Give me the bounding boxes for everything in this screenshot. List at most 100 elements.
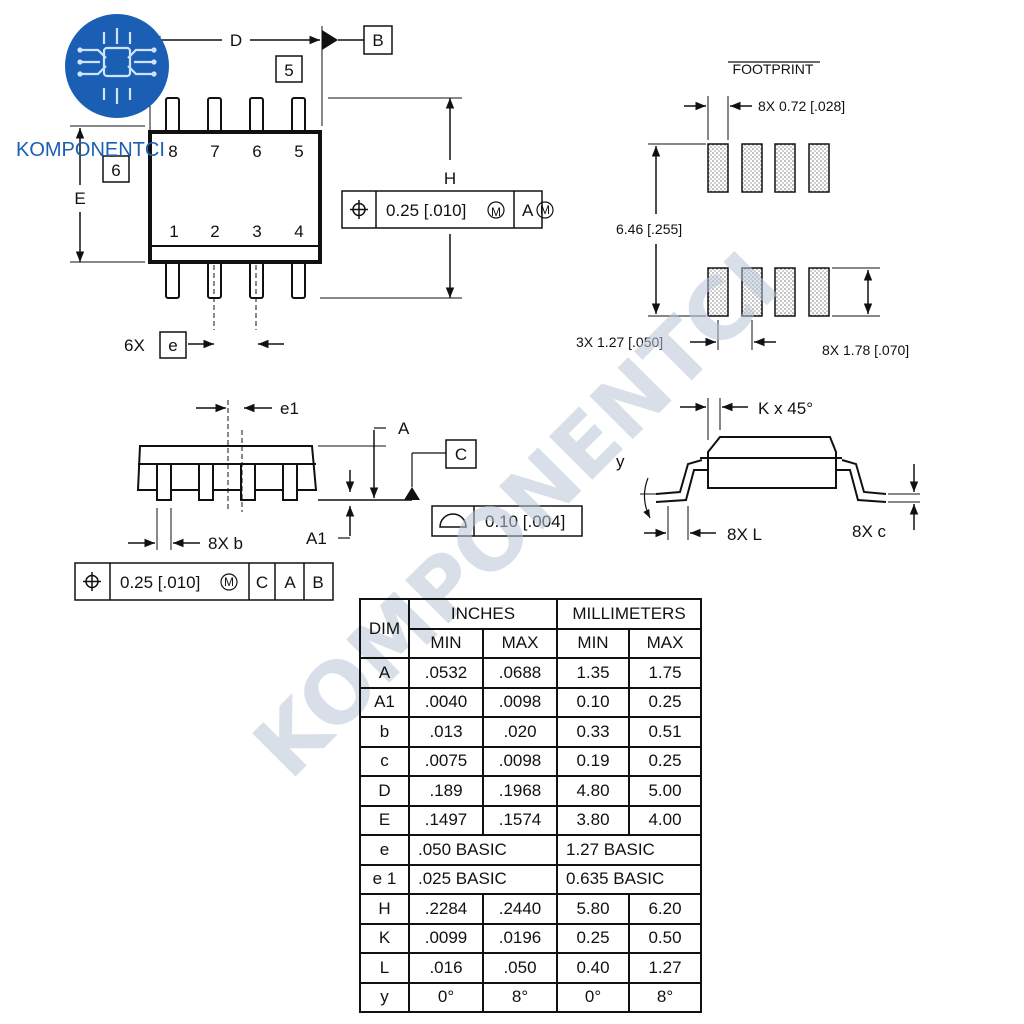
- dim-A-label: A: [398, 419, 410, 438]
- cell-in-max: .2440: [482, 893, 558, 925]
- cell-in-min: .016: [408, 952, 484, 984]
- cell-mm-min: 4.80: [556, 775, 630, 807]
- cell-in-min: .1497: [408, 804, 484, 836]
- lead-top-8: [165, 97, 180, 133]
- pin-label: 3: [252, 222, 261, 241]
- brand-logo: KOMPONENTCI: [16, 14, 169, 161]
- dimension-table: DIM INCHES MILLIMETERS MIN MAX MIN MAX A…: [359, 598, 702, 1013]
- cell-in-min: 0°: [408, 981, 484, 1013]
- tolerance-datum-modifier-circle: [536, 201, 554, 219]
- circuit-icon: [80, 28, 154, 104]
- cell-mm-max: 1.27: [628, 952, 702, 984]
- cell-mm-min: 0.40: [556, 952, 630, 984]
- table-row: A .0532 .0688 1.35 1.75: [359, 657, 702, 689]
- header-min: MIN: [556, 627, 630, 659]
- lead-width-label: 8X b: [208, 534, 243, 553]
- pin-label: 8: [168, 142, 177, 161]
- footprint-pad: [707, 267, 729, 317]
- cell-mm-min: 1.35: [556, 657, 630, 689]
- tolerance-value: 0.25 [.010]: [386, 201, 466, 220]
- cell-dim: A: [359, 657, 410, 689]
- footprint-pad: [774, 143, 796, 193]
- lead-length-label: 8X L: [727, 525, 762, 544]
- cell-in-min: .189: [408, 775, 484, 807]
- table-row: H .2284 .2440 5.80 6.20: [359, 893, 702, 925]
- cell-dim: b: [359, 716, 410, 748]
- cell-in-min: .0099: [408, 922, 484, 954]
- cell-in-max: .0098: [482, 745, 558, 777]
- table-row: K .0099 .0196 0.25 0.50: [359, 922, 702, 954]
- header-millimeters: MILLIMETERS: [556, 598, 702, 630]
- datum-B-label: B: [372, 31, 383, 50]
- dim-D-label: D: [230, 31, 242, 50]
- table-row: E .1497 .1574 3.80 4.00: [359, 804, 702, 836]
- cell-in-min: .013: [408, 716, 484, 748]
- lead-bottom-4: [291, 259, 306, 299]
- footprint-pad: [741, 267, 763, 317]
- cell-mm-min: 0°: [556, 981, 630, 1013]
- position-modifier: M: [224, 575, 234, 589]
- cell-in-max: .1574: [482, 804, 558, 836]
- dim-e1-label: e1: [280, 399, 299, 418]
- cell-mm-max: 0.51: [628, 716, 702, 748]
- cell-mm-min: 0.19: [556, 745, 630, 777]
- pin-label: 6: [252, 142, 261, 161]
- footprint-text: FOOTPRINT 8X 0.72 [.028] 6.46 [.255] 3X …: [576, 61, 909, 358]
- cell-mm-max: 0.50: [628, 922, 702, 954]
- cell-mm-max: 6.20: [628, 893, 702, 925]
- cell-in-min: .0532: [408, 657, 484, 689]
- cell-mm-max: 1.75: [628, 657, 702, 689]
- pin-label: 1: [169, 222, 178, 241]
- table-row: b .013 .020 0.33 0.51: [359, 716, 702, 748]
- cell-dim: e 1: [359, 863, 410, 895]
- tolerance-datum-modifier: M: [540, 203, 550, 217]
- note-6-label: 6: [111, 161, 120, 180]
- cell-dim: E: [359, 804, 410, 836]
- footprint-pad: [741, 143, 763, 193]
- cell-mm-basic: 1.27 BASIC: [556, 834, 702, 866]
- cell-in-max: 8°: [482, 981, 558, 1013]
- position-value: 0.25 [.010]: [120, 573, 200, 592]
- cell-mm-max: 8°: [628, 981, 702, 1013]
- header-inches: INCHES: [408, 598, 558, 630]
- end-view-text: K x 45° y 8X L 8X c: [616, 399, 887, 544]
- cell-dim: e: [359, 834, 410, 866]
- footprint-pad: [808, 267, 830, 317]
- cell-mm-max: 0.25: [628, 745, 702, 777]
- tolerance-modifier: M: [491, 205, 501, 219]
- table-row: e 1 .025 BASIC 0.635 BASIC: [359, 863, 702, 895]
- cell-dim: L: [359, 952, 410, 984]
- pad-length-label: 8X 1.78 [.070]: [822, 342, 909, 358]
- lead-top-6: [249, 97, 264, 133]
- table-row: c .0075 .0098 0.19 0.25: [359, 745, 702, 777]
- cell-in-min: .0040: [408, 686, 484, 718]
- cell-in-basic: .025 BASIC: [408, 863, 558, 895]
- cell-in-basic: .050 BASIC: [408, 834, 558, 866]
- cell-dim: D: [359, 775, 410, 807]
- cell-mm-min: 0.25: [556, 922, 630, 954]
- footprint-pad: [774, 267, 796, 317]
- tolerance-datum: A: [522, 201, 534, 220]
- cell-in-max: .020: [482, 716, 558, 748]
- cell-dim: H: [359, 893, 410, 925]
- pin-label: 4: [294, 222, 303, 241]
- cell-in-max: .050: [482, 952, 558, 984]
- cell-mm-min: 0.10: [556, 686, 630, 718]
- top-view-text: D B 5 6 E H 8 7 6 5 1 2 3 4 0.25 [.010] …: [74, 31, 534, 355]
- pitch-label: 3X 1.27 [.050]: [576, 334, 663, 350]
- cell-mm-max: 5.00: [628, 775, 702, 807]
- header-dim: DIM: [359, 598, 410, 659]
- header-min: MIN: [408, 627, 484, 659]
- lead-top-7: [207, 97, 222, 133]
- dim-H-label: H: [444, 169, 456, 188]
- pitch-count: 6X: [124, 336, 145, 355]
- angle-label: y: [616, 452, 625, 471]
- cell-mm-max: 0.25: [628, 686, 702, 718]
- lead-thickness-label: 8X c: [852, 522, 887, 541]
- table-row: D .189 .1968 4.80 5.00: [359, 775, 702, 807]
- pin-label: 2: [210, 222, 219, 241]
- side-view: [74, 400, 583, 601]
- footprint-title: FOOTPRINT: [733, 61, 814, 77]
- cell-in-max: .0196: [482, 922, 558, 954]
- dim-E-label: E: [74, 189, 85, 208]
